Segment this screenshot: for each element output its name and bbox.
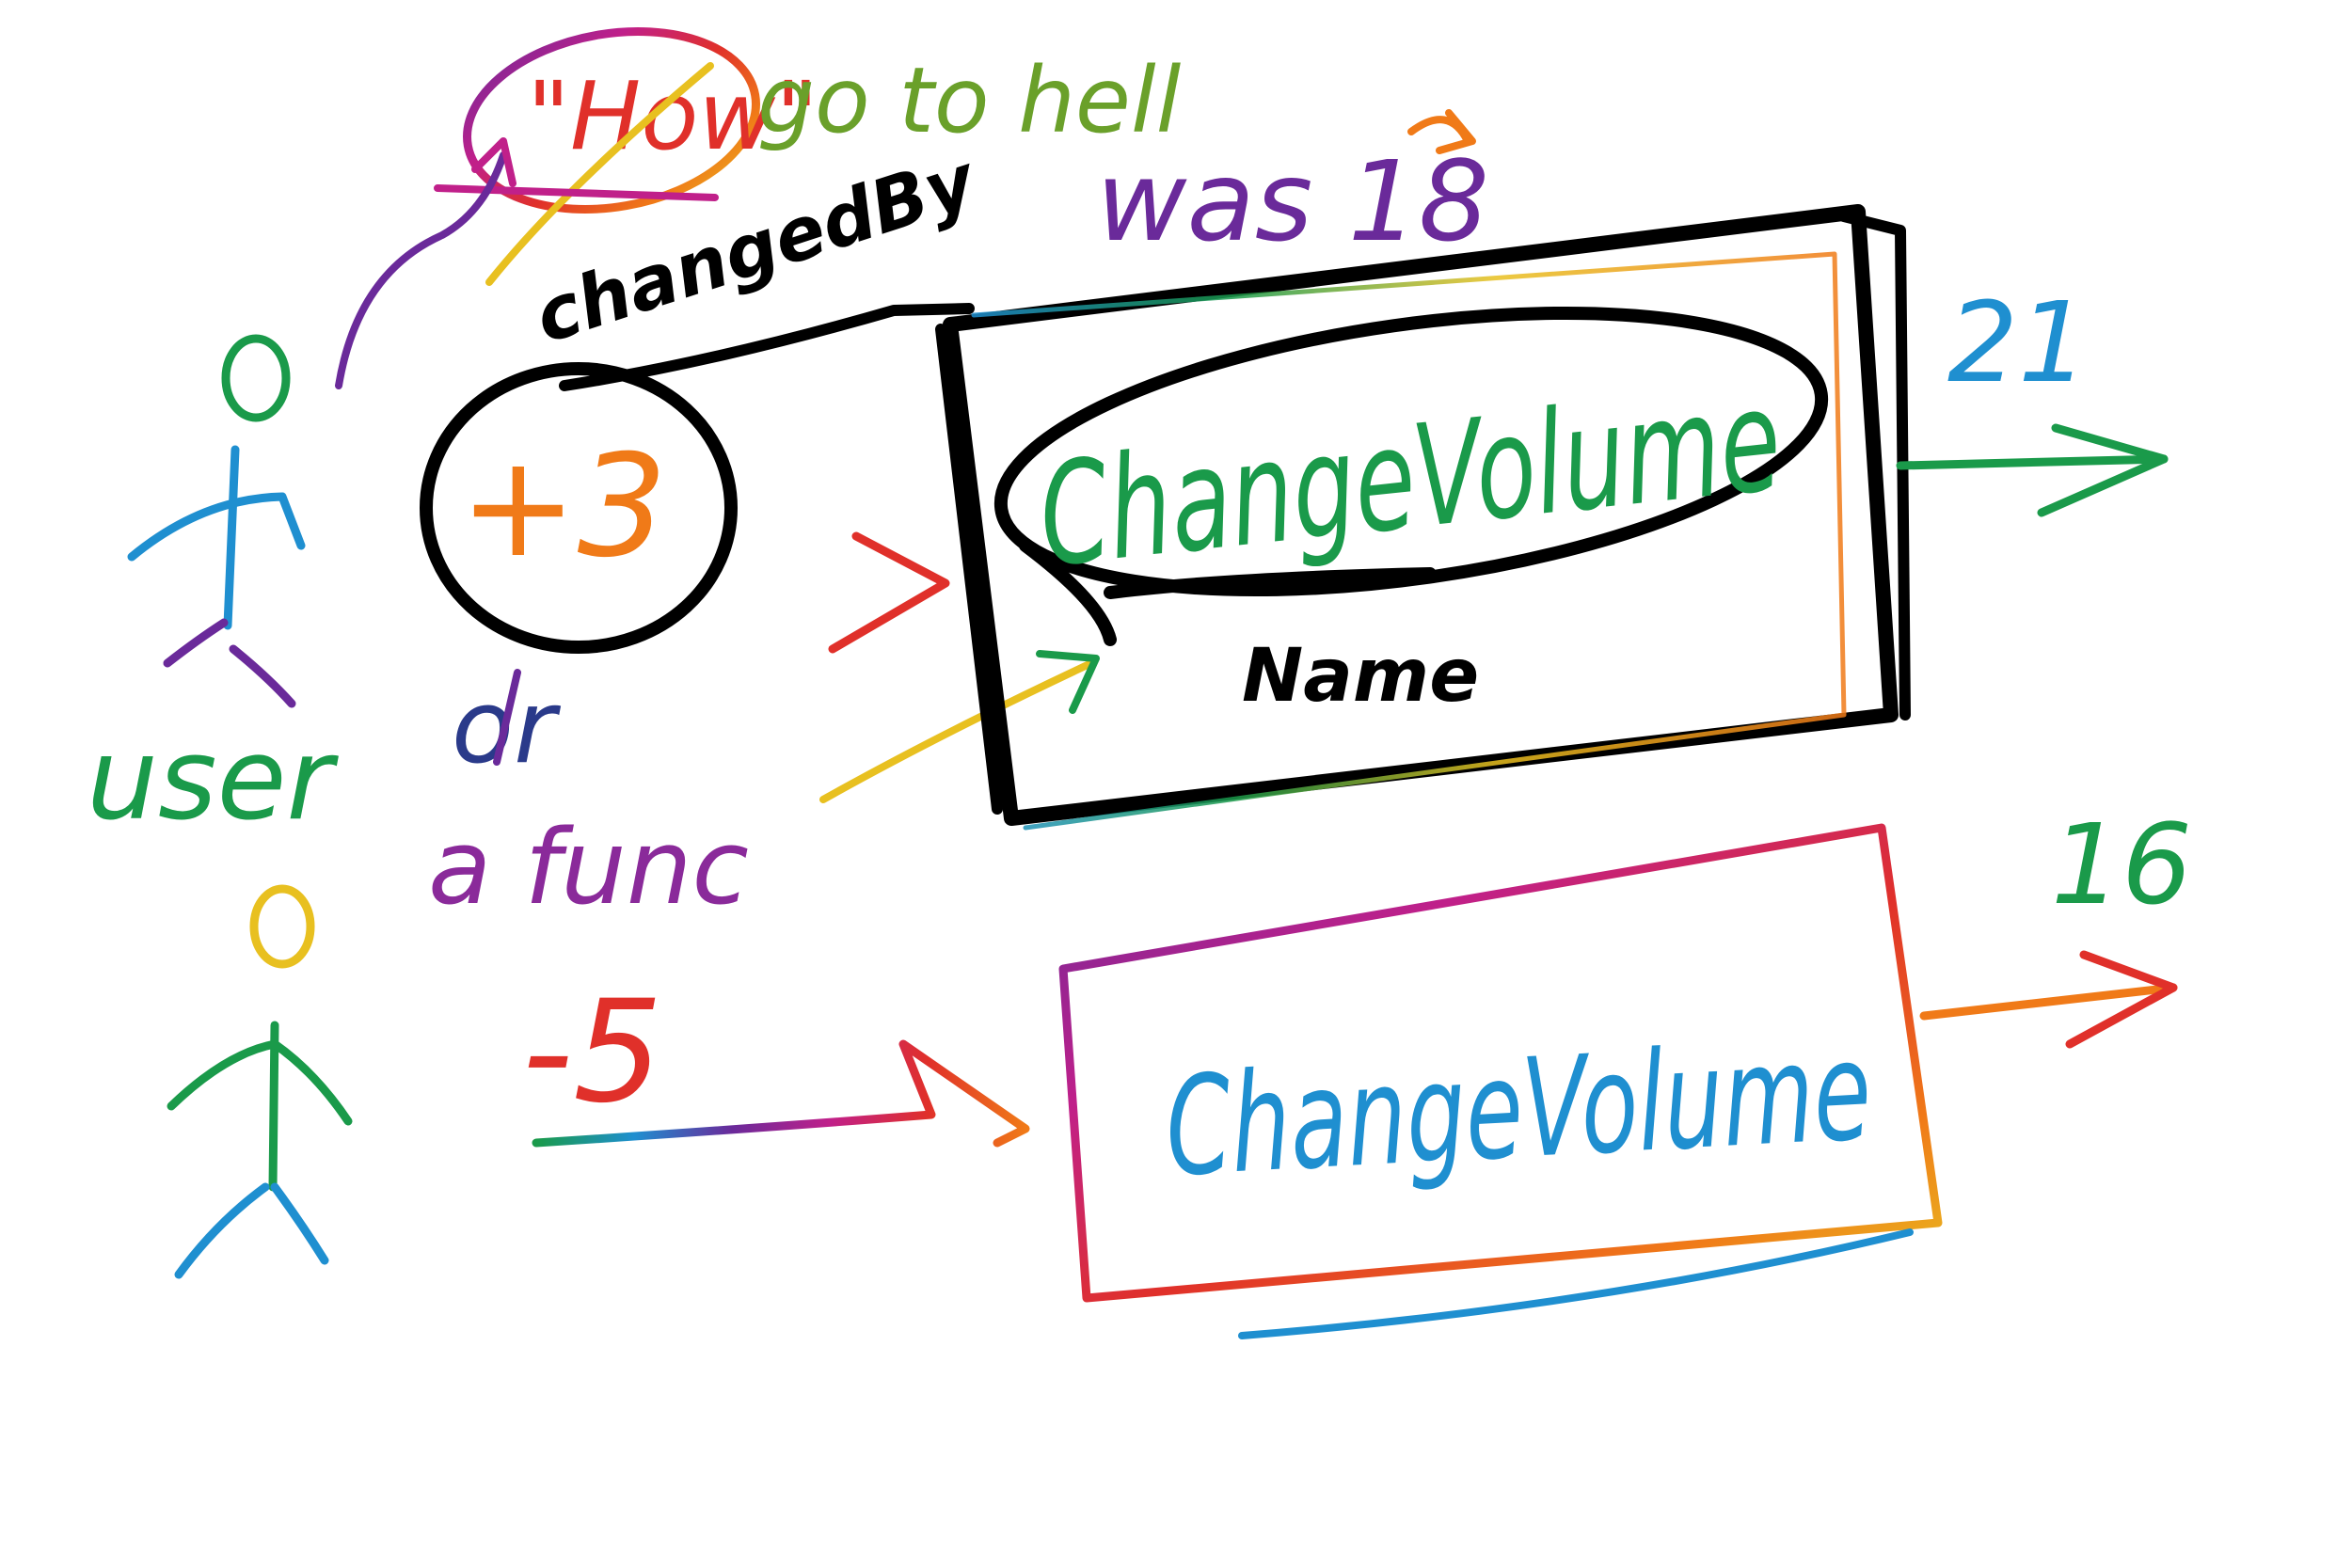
top-input-value: +3 — [459, 425, 667, 589]
bottom-output-value: 16 — [2051, 800, 2192, 929]
changed-by-connector — [559, 303, 975, 391]
how-pointer — [335, 151, 507, 389]
bottom-function-box — [1058, 823, 1943, 1339]
bottom-function-name: ChangeVolume — [1162, 1012, 1875, 1208]
how-label: "How" — [527, 61, 818, 171]
top-output-arrow — [1896, 454, 2169, 470]
bottom-input-value: -5 — [522, 971, 663, 1134]
bottom-output-arrow — [1919, 983, 2178, 1021]
name-label: Name — [1242, 634, 1479, 719]
go-to-hell-label: go to hell — [757, 48, 1182, 153]
func-input-arrow — [819, 659, 1095, 803]
bottom-input-arrow — [532, 1039, 1030, 1148]
how-circle — [463, 26, 760, 214]
how-strike — [485, 62, 714, 286]
top-function-box — [935, 204, 1911, 831]
top-input-circle — [420, 362, 738, 654]
user-label: user — [87, 715, 339, 846]
func-label: a func — [428, 807, 749, 927]
top-output-value: 21 — [1947, 277, 2089, 407]
was-label: was 18 — [1096, 136, 1489, 266]
stick-figure-icon — [167, 884, 353, 1279]
stick-figure-icon — [127, 334, 306, 708]
